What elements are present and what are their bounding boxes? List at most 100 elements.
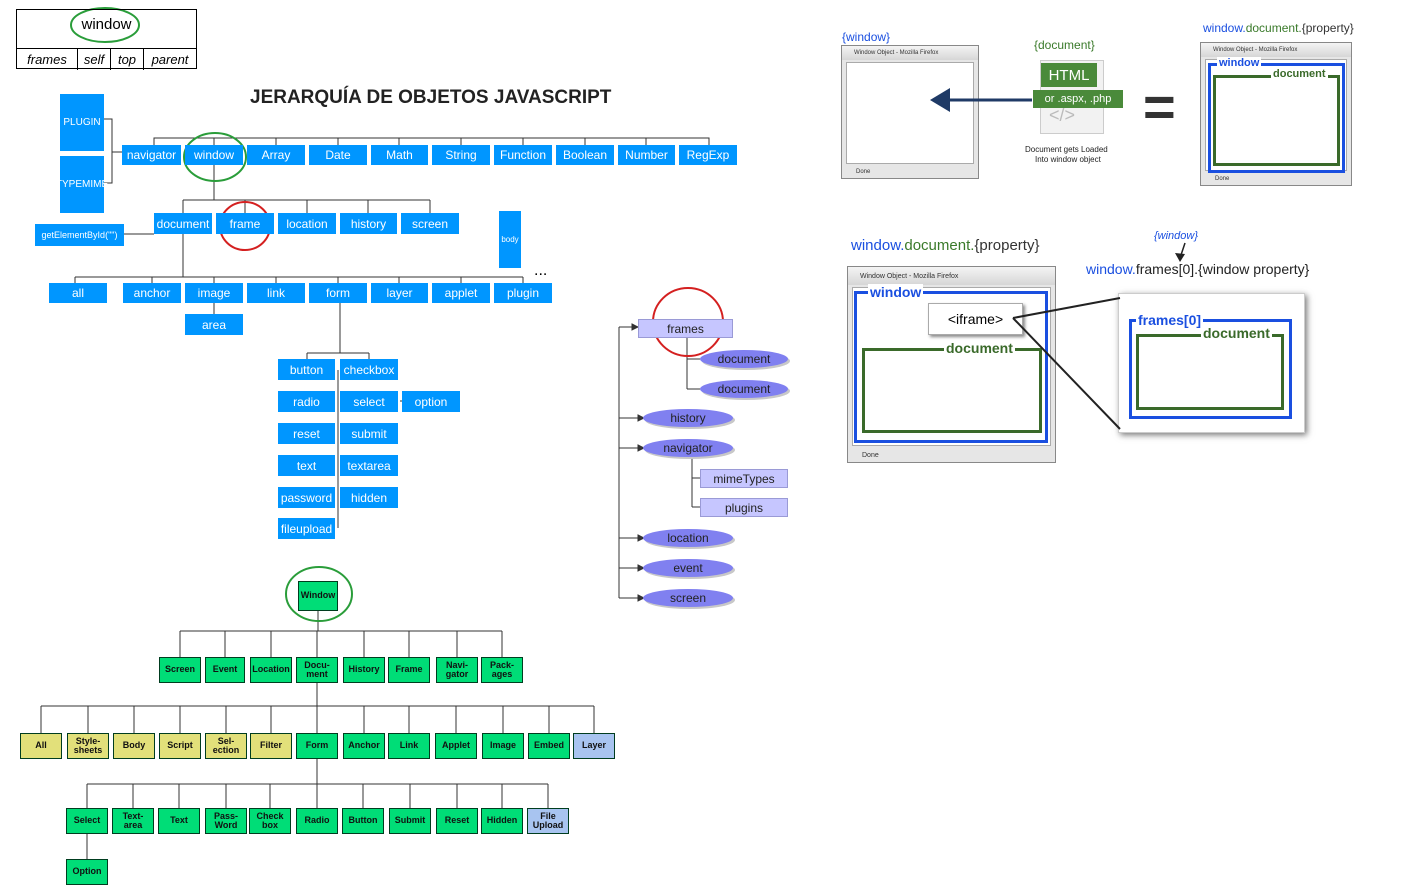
- box-submit: submit: [340, 423, 398, 444]
- box-screen-g: Screen: [159, 657, 201, 683]
- box-link-g: Link: [388, 733, 430, 759]
- box-filter-g: Filter: [250, 733, 292, 759]
- box-packages-g: Pack- ages: [481, 657, 523, 683]
- box-history: history: [340, 213, 397, 234]
- box-form: form: [309, 283, 367, 303]
- wdp-window: window.: [1203, 21, 1246, 35]
- window-italic-label: {window}: [1154, 230, 1199, 242]
- box-button-g: Button: [342, 808, 384, 834]
- node-mimetypes: mimeTypes: [700, 469, 788, 488]
- box-frame-g: Frame: [388, 657, 430, 683]
- label-document-braces: {document}: [1034, 38, 1095, 52]
- box-option: option: [402, 391, 460, 412]
- box-body-g: Body: [113, 733, 155, 759]
- box-math: Math: [371, 145, 428, 165]
- box-select: select: [340, 391, 398, 412]
- box-password: password: [278, 487, 335, 508]
- wdp-property: {property}: [1301, 21, 1354, 35]
- node-document-1: document: [700, 350, 788, 368]
- inner-window-label: window: [1217, 57, 1262, 69]
- box-window-root: Window: [298, 581, 338, 611]
- box-screen: screen: [401, 213, 459, 234]
- frames-line-window: window.: [1086, 261, 1136, 277]
- box-location: location: [278, 213, 336, 234]
- inner-document-label-b: document: [944, 340, 1015, 356]
- highlight-window-blue: [183, 132, 247, 182]
- box-window: window: [185, 145, 243, 165]
- node-location: location: [643, 529, 733, 547]
- box-fileupload: fileupload: [278, 518, 335, 539]
- box-boolean: Boolean: [556, 145, 614, 165]
- box-string: String: [432, 145, 490, 165]
- inner-document-label: document: [1271, 68, 1328, 80]
- box-event-g: Event: [205, 657, 245, 683]
- box-stylesheets-g: Style- sheets: [67, 733, 109, 759]
- node-screen: screen: [643, 589, 733, 607]
- box-form-g: Form: [296, 733, 338, 759]
- zoom-document-label: document: [1201, 325, 1272, 341]
- inner-document-frame: [1213, 75, 1340, 166]
- code-glyph: </>: [1049, 105, 1076, 125]
- window-statusbar: Done: [862, 451, 879, 459]
- box-selection-g: Sel- ection: [205, 733, 247, 759]
- box-checkbox-g: Check box: [249, 808, 291, 834]
- equals-sign: =: [1143, 75, 1176, 138]
- box-area: area: [185, 314, 243, 335]
- box-submit-g: Submit: [389, 808, 431, 834]
- box-select-g: Select: [66, 808, 108, 834]
- box-layer-g: Layer: [573, 733, 615, 759]
- box-history-g: History: [343, 657, 385, 683]
- box-textarea: textarea: [340, 455, 398, 476]
- window-titlebar: Window Object - Mozilla Firefox: [848, 267, 1055, 285]
- box-option-g: Option: [66, 859, 108, 885]
- wdp-label-top: window.document.{property}: [1203, 21, 1354, 35]
- box-script-g: Script: [159, 733, 201, 759]
- box-applet-g: Applet: [435, 733, 477, 759]
- loaded-text-2: Into window object: [1035, 155, 1101, 164]
- box-radio-g: Radio: [296, 808, 338, 834]
- box-navigator-g: Navi- gator: [436, 657, 478, 683]
- box-checkbox: checkbox: [340, 359, 398, 380]
- html-tag: HTML: [1041, 63, 1097, 87]
- wdp-document-b: document.: [904, 237, 975, 254]
- browser-window-loaded: Window Object - Mozilla Firefox window d…: [1200, 42, 1352, 186]
- node-event: event: [643, 559, 733, 577]
- box-typemime: TYPEMIME: [56, 156, 108, 213]
- box-anchor-g: Anchor: [343, 733, 385, 759]
- iframe-zoom-panel: frames[0] document: [1118, 293, 1305, 433]
- box-button: button: [278, 359, 335, 380]
- box-all-g: All: [20, 733, 62, 759]
- ellipsis: ...: [534, 262, 548, 279]
- wdp-label-bottom: window.document.{property}: [851, 237, 1039, 254]
- box-hidden: hidden: [340, 487, 398, 508]
- box-image: image: [185, 283, 243, 303]
- wdp-window-b: window.: [851, 237, 905, 254]
- box-body: body: [499, 211, 521, 268]
- zoom-document-frame: [1136, 334, 1284, 410]
- node-navigator: navigator: [643, 439, 733, 457]
- page-title: JERARQUÍA DE OBJETOS JAVASCRIPT: [250, 87, 612, 108]
- box-text: text: [278, 455, 335, 476]
- box-regexp: RegExp: [679, 145, 737, 165]
- box-plugin: PLUGIN: [60, 94, 104, 151]
- header-cell-frames: frames: [17, 49, 78, 70]
- node-document-2: document: [700, 380, 788, 398]
- header-cell-top: top: [111, 49, 144, 70]
- box-anchor: anchor: [123, 283, 181, 303]
- window-titlebar: Window Object - Mozilla Firefox: [842, 46, 978, 60]
- box-text-g: Text: [158, 808, 200, 834]
- browser-window-iframe: Window Object - Mozilla Firefox window d…: [847, 266, 1056, 463]
- box-navigator: navigator: [122, 145, 181, 165]
- box-reset-g: Reset: [436, 808, 478, 834]
- box-frame: frame: [216, 213, 274, 234]
- box-document: document: [154, 213, 212, 234]
- frames-line: window.frames[0].{window property}: [1086, 261, 1309, 277]
- loaded-text-1: Document gets Loaded: [1025, 145, 1108, 154]
- box-location-g: Location: [250, 657, 292, 683]
- box-array: Array: [247, 145, 305, 165]
- box-radio: radio: [278, 391, 335, 412]
- iframe-tag: <iframe>: [928, 303, 1023, 335]
- box-all: all: [49, 283, 107, 303]
- browser-window-empty: Window Object - Mozilla Firefox Done: [841, 45, 979, 179]
- box-plugin-l3: plugin: [494, 283, 552, 303]
